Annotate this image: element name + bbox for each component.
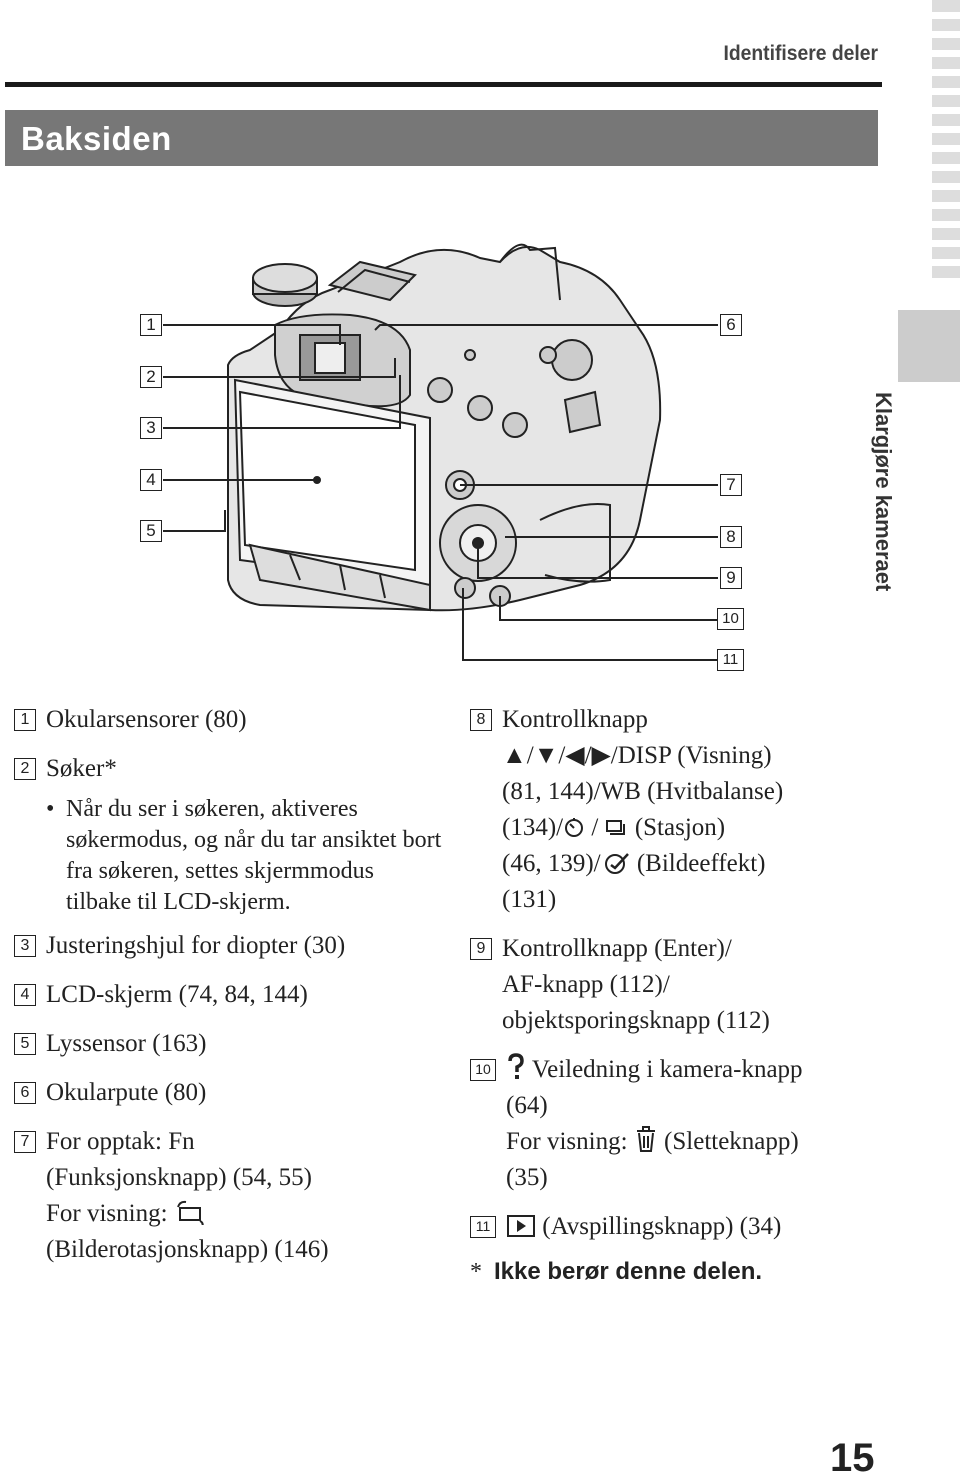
legend-item-2-bullet: • Når du ser i søkeren, aktiveres søkerm… [46,796,442,915]
picture-effect-icon [604,853,629,874]
section-bar: Baksiden [5,110,878,166]
callout-6: 6 [720,314,742,336]
page-number: 15 [830,1436,875,1480]
legend-item-6: 6 Okularpute (80) [14,1075,444,1111]
callout-3: 3 [140,417,162,439]
legend-item-3: 3 Justeringshjul for diopter (30) [14,928,444,964]
legend-right-column: 8 Kontrollknapp ▲/▼/◀/▶/DISP (Visning) (… [470,702,890,1290]
legend-item-4: 4 LCD-skjerm (74, 84, 144) [14,977,444,1013]
legend-item-9: 9 Kontrollknapp (Enter)/ AF-knapp (112)/… [470,931,890,1039]
legend-item-7: 7 For opptak: Fn (Funksjonsknapp) (54, 5… [14,1124,444,1268]
running-header: Identifisere deler [723,42,878,65]
legend-item-11: 11 (Avspillingsknapp) (34) [470,1209,890,1245]
question-icon [508,1053,524,1079]
legend-item-1: 1 Okularsensorer (80) [14,702,444,738]
legend-item-5: 5 Lyssensor (163) [14,1026,444,1062]
section-title: Baksiden [21,120,172,157]
callout-5: 5 [140,520,162,542]
side-tab-marker [898,310,960,382]
legend-item-10: 10 Veiledning i kamera-knapp (64) For vi… [470,1052,890,1196]
legend-item-2: 2 Søker* [14,751,444,787]
play-icon [507,1215,535,1237]
side-stripes [932,0,960,285]
drive-icon [605,820,625,835]
rotate-icon [176,1200,204,1225]
callout-1: 1 [140,314,162,336]
callout-9: 9 [720,567,742,589]
self-timer-icon [565,818,584,837]
callout-8: 8 [720,526,742,548]
callout-4: 4 [140,469,162,491]
header-rule [5,82,882,87]
trash-icon [636,1126,655,1152]
legend-item-8: 8 Kontrollknapp ▲/▼/◀/▶/DISP (Visning) (… [470,702,890,918]
callout-10: 10 [717,608,744,630]
callout-7: 7 [720,474,742,496]
camera-back-illustration [163,243,718,661]
footnote: *Ikke berør denne delen. [470,1258,763,1285]
legend-left-column: 1 Okularsensorer (80) 2 Søker* • Når du … [14,702,444,1281]
callout-11: 11 [717,649,744,671]
callout-2: 2 [140,366,162,388]
